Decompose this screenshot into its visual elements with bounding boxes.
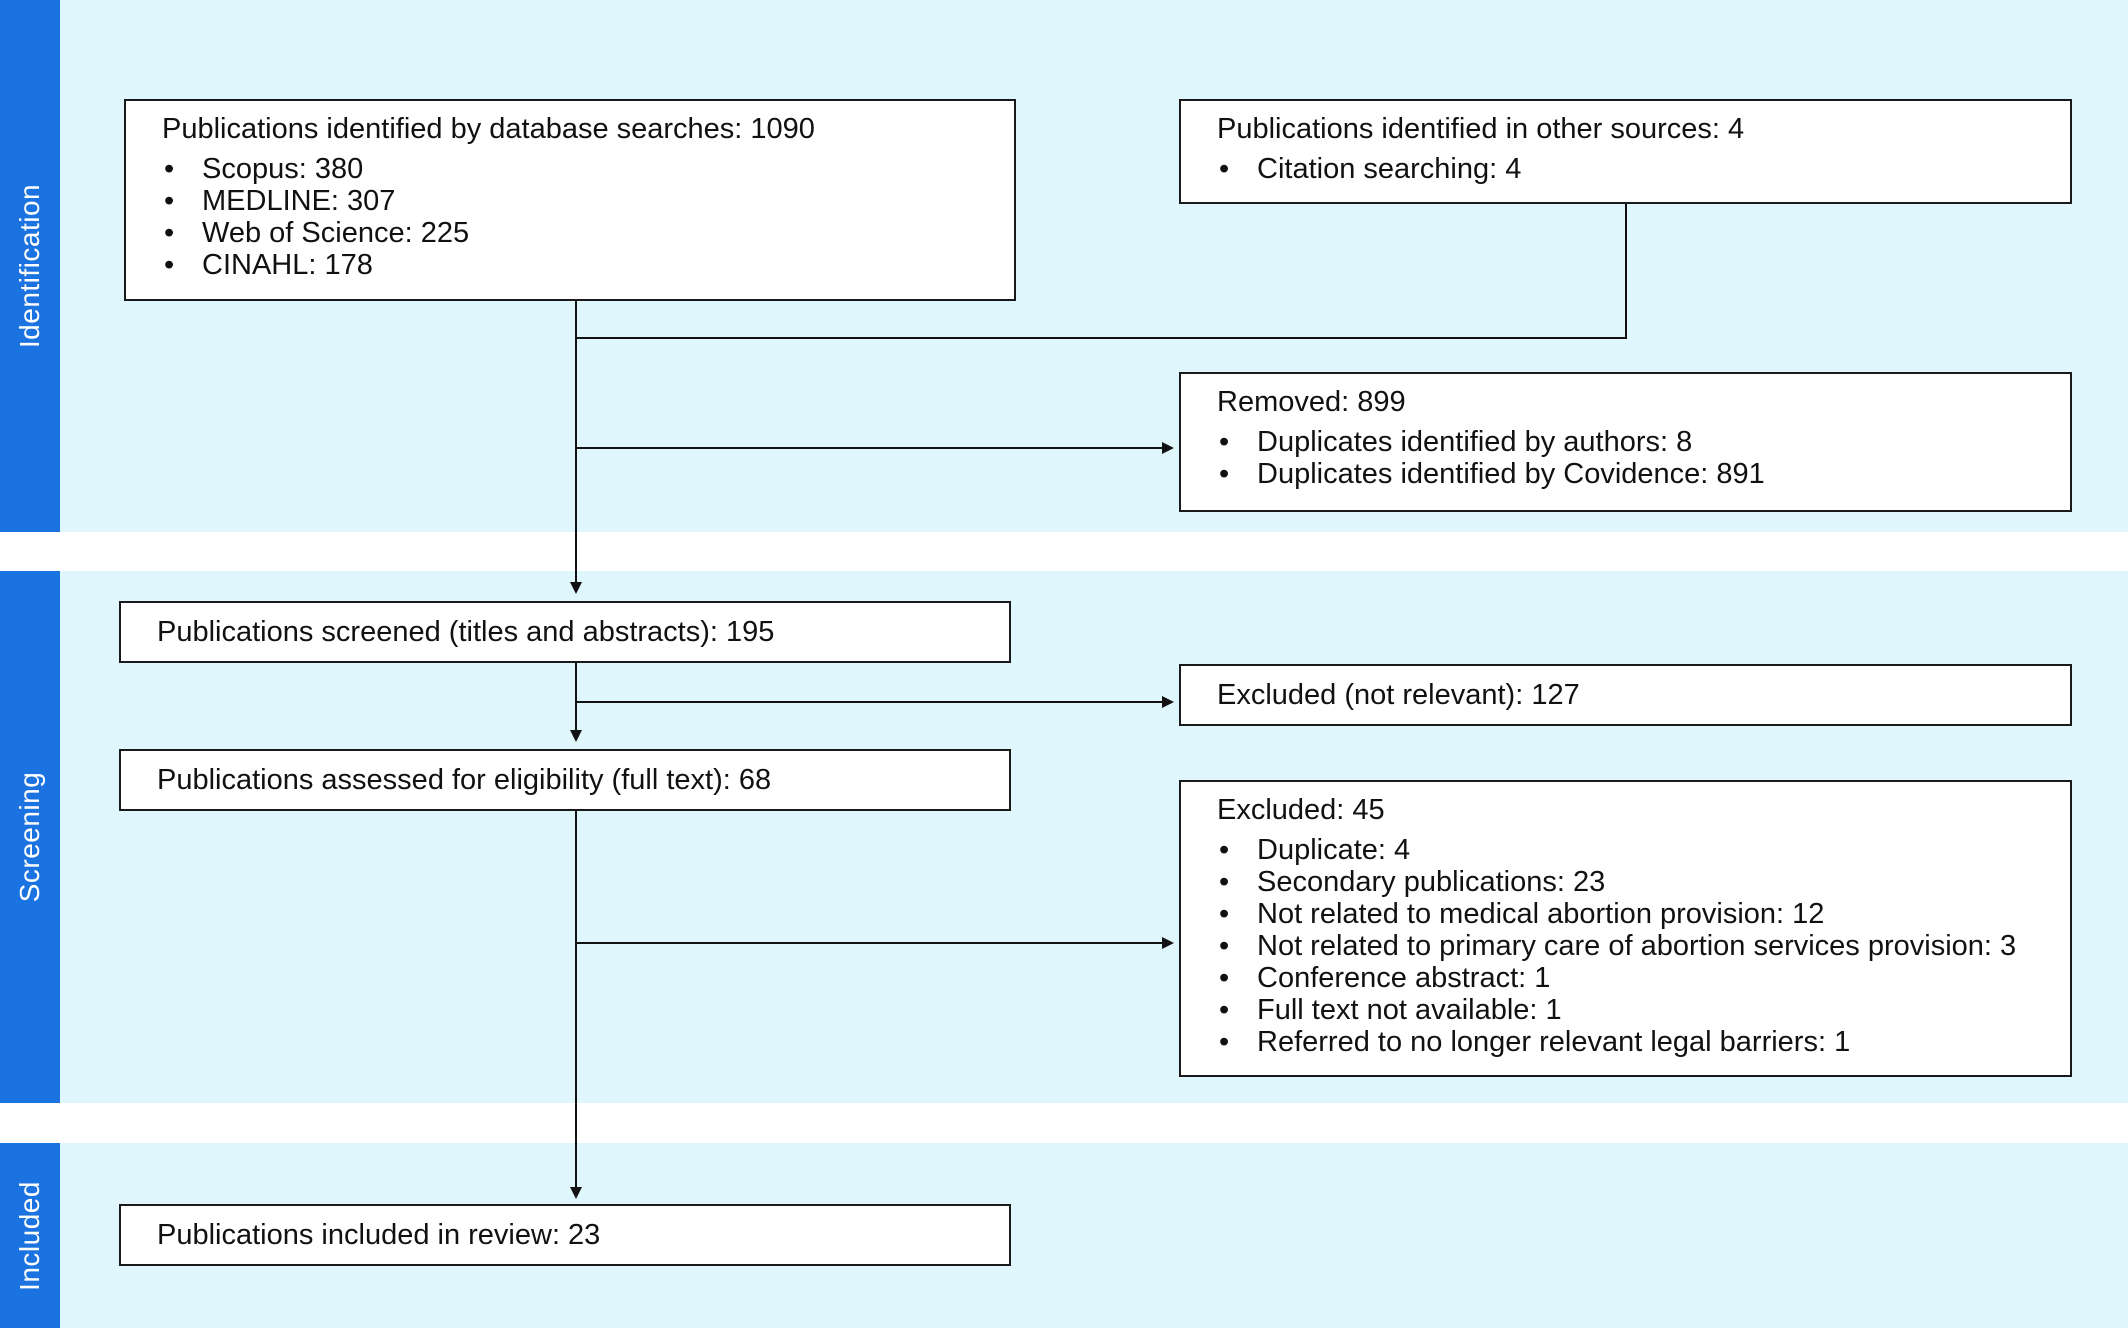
list-item: Secondary publications: 23 [1217, 866, 2034, 898]
band-label-identification: Identification [0, 0, 60, 532]
box-title: Excluded: 45 [1217, 794, 1385, 826]
band-label-text: Included [14, 1180, 45, 1291]
box-removed: Removed: 899 Duplicates identified by au… [1179, 372, 2072, 512]
box-other-sources: Publications identified in other sources… [1179, 99, 2072, 204]
box-title: Publications included in review: 23 [157, 1219, 601, 1251]
band-label-screening: Screening [0, 571, 60, 1103]
list-item: Not related to medical abortion provisio… [1217, 898, 2034, 930]
band-label-included: Included [0, 1143, 60, 1328]
box-excluded-full-text: Excluded: 45 Duplicate: 4 Secondary publ… [1179, 780, 2072, 1077]
bullet-list: Duplicate: 4 Secondary publications: 23 … [1217, 834, 2034, 1058]
box-title: Excluded (not relevant): 127 [1217, 679, 1580, 711]
band-label-text: Screening [14, 771, 45, 903]
box-title: Removed: 899 [1217, 386, 1406, 418]
list-item: Duplicate: 4 [1217, 834, 2034, 866]
box-excluded-not-relevant: Excluded (not relevant): 127 [1179, 664, 2072, 726]
box-title: Publications screened (titles and abstra… [157, 616, 775, 648]
list-item: Duplicates identified by Covidence: 891 [1217, 458, 2034, 490]
box-included: Publications included in review: 23 [119, 1204, 1011, 1266]
list-item: Scopus: 380 [162, 153, 978, 185]
box-title: Publications assessed for eligibility (f… [157, 764, 772, 796]
bullet-list: Duplicates identified by authors: 8 Dupl… [1217, 426, 2034, 490]
list-item: Duplicates identified by authors: 8 [1217, 426, 2034, 458]
list-item: Not related to primary care of abortion … [1217, 930, 2034, 962]
list-item: CINAHL: 178 [162, 249, 978, 281]
box-title: Publications identified in other sources… [1217, 113, 1745, 145]
list-item: Web of Science: 225 [162, 217, 978, 249]
bullet-list: Citation searching: 4 [1217, 153, 2034, 185]
box-screened: Publications screened (titles and abstra… [119, 601, 1011, 663]
bullet-list: Scopus: 380 MEDLINE: 307 Web of Science:… [162, 153, 978, 281]
box-assessed: Publications assessed for eligibility (f… [119, 749, 1011, 811]
box-database-searches: Publications identified by database sear… [124, 99, 1016, 301]
band-label-text: Identification [14, 183, 45, 349]
list-item: Full text not available: 1 [1217, 994, 2034, 1026]
list-item: MEDLINE: 307 [162, 185, 978, 217]
box-title: Publications identified by database sear… [162, 113, 815, 145]
list-item: Citation searching: 4 [1217, 153, 2034, 185]
list-item: Referred to no longer relevant legal bar… [1217, 1026, 2034, 1058]
list-item: Conference abstract: 1 [1217, 962, 2034, 994]
